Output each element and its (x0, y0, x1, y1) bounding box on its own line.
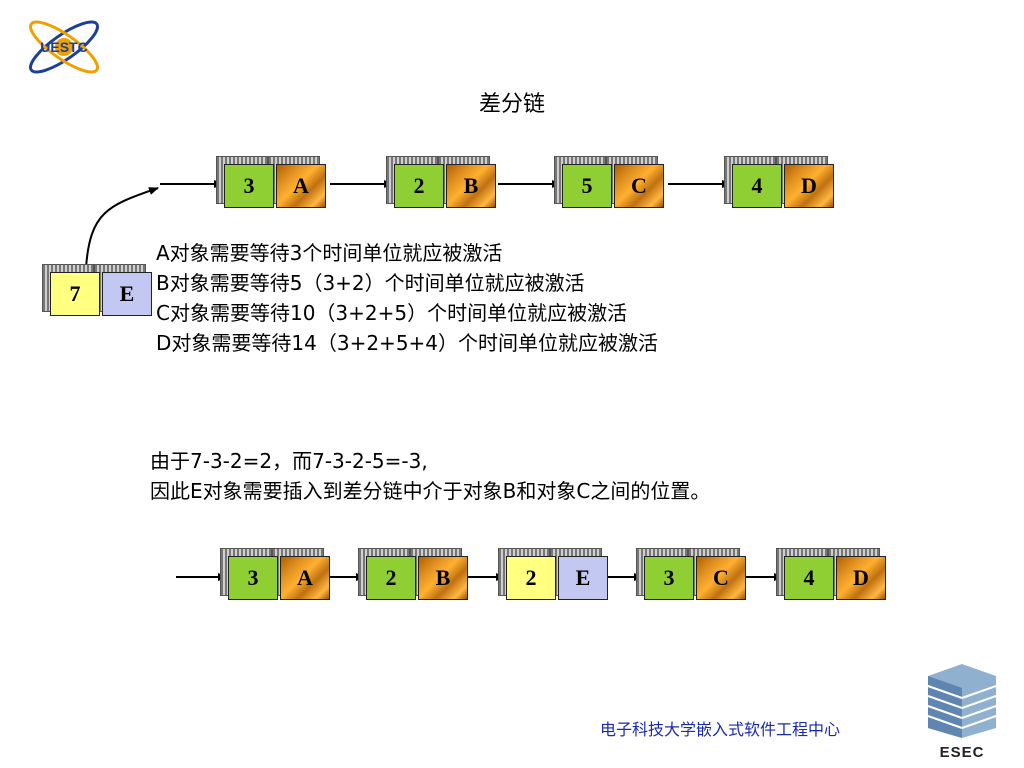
explain-line: 由于7-3-2=2，而7-3-2-5=-3, (150, 449, 428, 473)
node-label: B (446, 164, 496, 208)
node-value: 4 (732, 164, 782, 208)
chain-node: 3 A (220, 548, 330, 600)
node-label: A (276, 164, 326, 208)
explanation: 由于7-3-2=2，而7-3-2-5=-3, 因此E对象需要插入到差分链中介于对… (150, 446, 710, 506)
chain-node: 4 D (724, 156, 834, 208)
new-node: 7 E (42, 264, 152, 316)
node-label: B (418, 556, 468, 600)
footer-text: 电子科技大学嵌入式软件工程中心 (600, 720, 841, 739)
node-value: 4 (784, 556, 834, 600)
node-value: 2 (506, 556, 556, 600)
node-value: 3 (644, 556, 694, 600)
wait-description: A对象需要等待3个时间单位就应被激活 B对象需要等待5（3+2）个时间单位就应被… (156, 238, 658, 358)
node-label: A (280, 556, 330, 600)
node-value: 2 (366, 556, 416, 600)
node-value: 2 (394, 164, 444, 208)
node-value: 7 (50, 272, 100, 316)
node-value: 3 (224, 164, 274, 208)
chain-node: 2 E (498, 548, 608, 600)
node-label: C (614, 164, 664, 208)
page-title: 差分链 (478, 92, 545, 117)
node-label: C (696, 556, 746, 600)
esec-building-icon (927, 664, 997, 738)
chain-node: 3 A (216, 156, 326, 208)
node-label: E (558, 556, 608, 600)
wait-line: C对象需要等待10（3+2+5）个时间单位就应被激活 (156, 301, 628, 325)
esec-logo: ESEC (920, 662, 1004, 762)
node-label: D (784, 164, 834, 208)
chain-node: 4 D (776, 548, 886, 600)
chain-node: 2 B (386, 156, 496, 208)
explain-line: 因此E对象需要插入到差分链中介于对象B和对象C之间的位置。 (150, 479, 711, 503)
wait-line: A对象需要等待3个时间单位就应被激活 (156, 241, 503, 265)
node-value: 3 (228, 556, 278, 600)
chain-node: 5 C (554, 156, 664, 208)
atom-logo-icon: UESTC (29, 20, 99, 74)
esec-logo-text: ESEC (939, 744, 985, 761)
wait-line: D对象需要等待14（3+2+5+4）个时间单位就应被激活 (156, 331, 659, 355)
logo-text: UESTC (40, 39, 87, 55)
insert-arrow (85, 187, 159, 269)
wait-line: B对象需要等待5（3+2）个时间单位就应被激活 (156, 271, 585, 295)
node-value: 5 (562, 164, 612, 208)
uestc-logo: UESTC (18, 14, 110, 80)
node-label: D (836, 556, 886, 600)
chain-node: 3 C (636, 548, 746, 600)
chain-node: 2 B (358, 548, 468, 600)
node-label: E (102, 272, 152, 316)
